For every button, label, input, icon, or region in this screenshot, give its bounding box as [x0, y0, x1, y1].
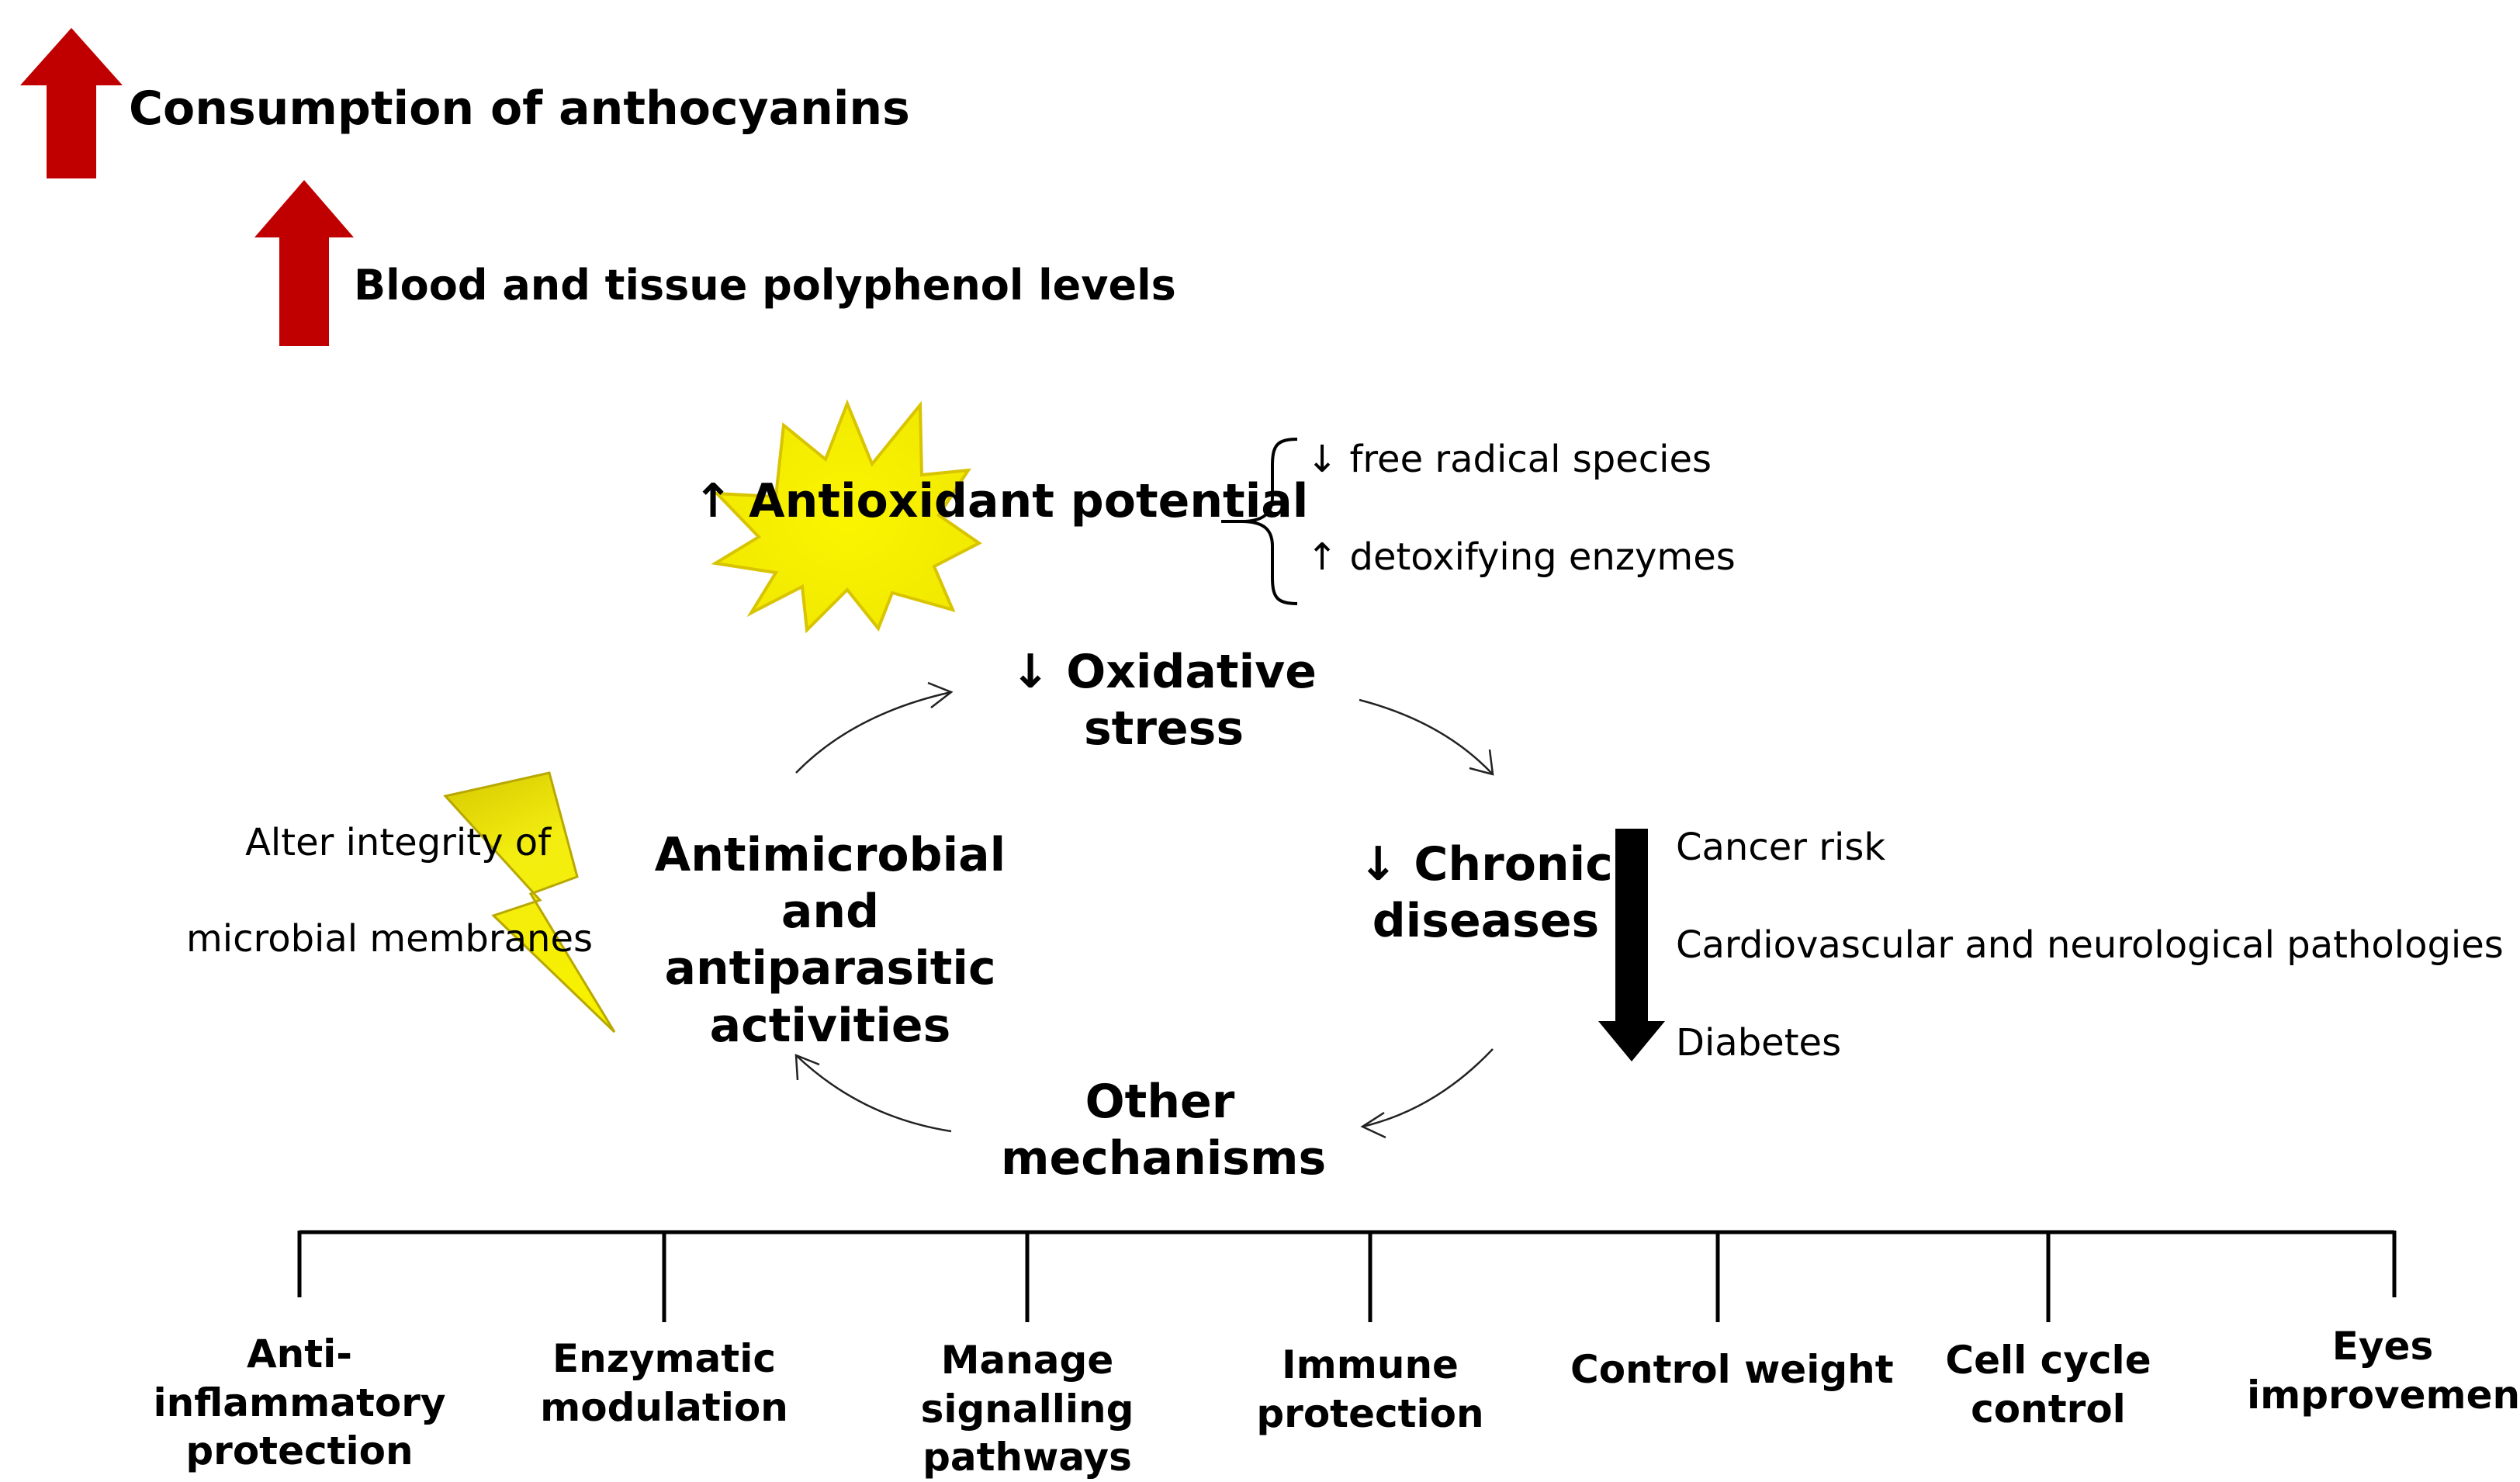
antioxidant-effect-2: ↑ detoxifying enzymes	[1307, 535, 1736, 579]
red-up-arrow-icon	[20, 28, 123, 178]
mechanism-immune: Immune protection	[1256, 1342, 1484, 1436]
antimicrobial-label: Antimicrobial and antiparasitic activiti…	[654, 828, 1006, 1053]
cycle-arrow-chronic-to-other	[1362, 1048, 1494, 1128]
antioxidant-title: ↑ Antioxidant potential	[694, 474, 1309, 528]
cycle-arrow-head	[794, 1054, 820, 1081]
mechanism-signalling: Manage signalling pathways	[920, 1338, 1134, 1480]
chronic-effect-cancer: Cancer risk	[1676, 826, 1886, 869]
consumption-label: Consumption of anthocyanins	[129, 81, 910, 136]
diagram-graphics	[20, 28, 2397, 1322]
red-up-arrow-icon	[254, 180, 354, 346]
cycle-arrow-antimicrobial-to-oxidative	[795, 691, 952, 774]
chronic-effect-diabetes: Diabetes	[1676, 1021, 1842, 1065]
cycle-arrow-other-to-antimicrobial	[795, 1054, 952, 1133]
cycle-arrow-head	[1469, 749, 1494, 776]
mechanism-tree	[297, 1230, 2397, 1322]
blood-levels-label: Blood and tissue polyphenol levels	[354, 261, 1176, 310]
chronic-diseases-label: ↓ Chronic diseases	[1359, 837, 1613, 949]
chronic-effect-cardio: Cardiovascular and neurological patholog…	[1676, 923, 2504, 967]
black-down-arrow-icon	[1598, 829, 1665, 1061]
mechanism-enzymatic: Enzymatic modulation	[540, 1336, 788, 1430]
mechanism-weight: Control weight	[1570, 1347, 1894, 1392]
cycle-arrow-head	[1360, 1111, 1386, 1139]
lightning-bolt-icon	[443, 771, 616, 1034]
mechanism-eyes: Eyes improvement	[2247, 1324, 2520, 1418]
mechanism-anti-inflammatory: Anti-inflammatory protection	[153, 1331, 446, 1473]
membrane-effect-line-2: microbial membranes	[186, 917, 593, 961]
cycle-arrows	[794, 681, 1494, 1139]
antioxidant-effect-1: ↓ free radical species	[1307, 438, 1712, 481]
cycle-arrow-oxidative-to-chronic	[1359, 698, 1494, 775]
membrane-effect-line-1: Alter integrity of	[245, 821, 551, 864]
mechanism-cell-cycle: Cell cycle control	[1945, 1338, 2151, 1432]
diagram: Consumption of anthocyanins Blood and ti…	[20, 28, 2520, 1480]
other-mechanisms-label: Other mechanisms	[1001, 1075, 1327, 1186]
starburst-icon	[711, 399, 982, 634]
cycle-arrow-head	[927, 681, 954, 708]
oxidative-stress-label: ↓ Oxidative stress	[1011, 645, 1317, 757]
